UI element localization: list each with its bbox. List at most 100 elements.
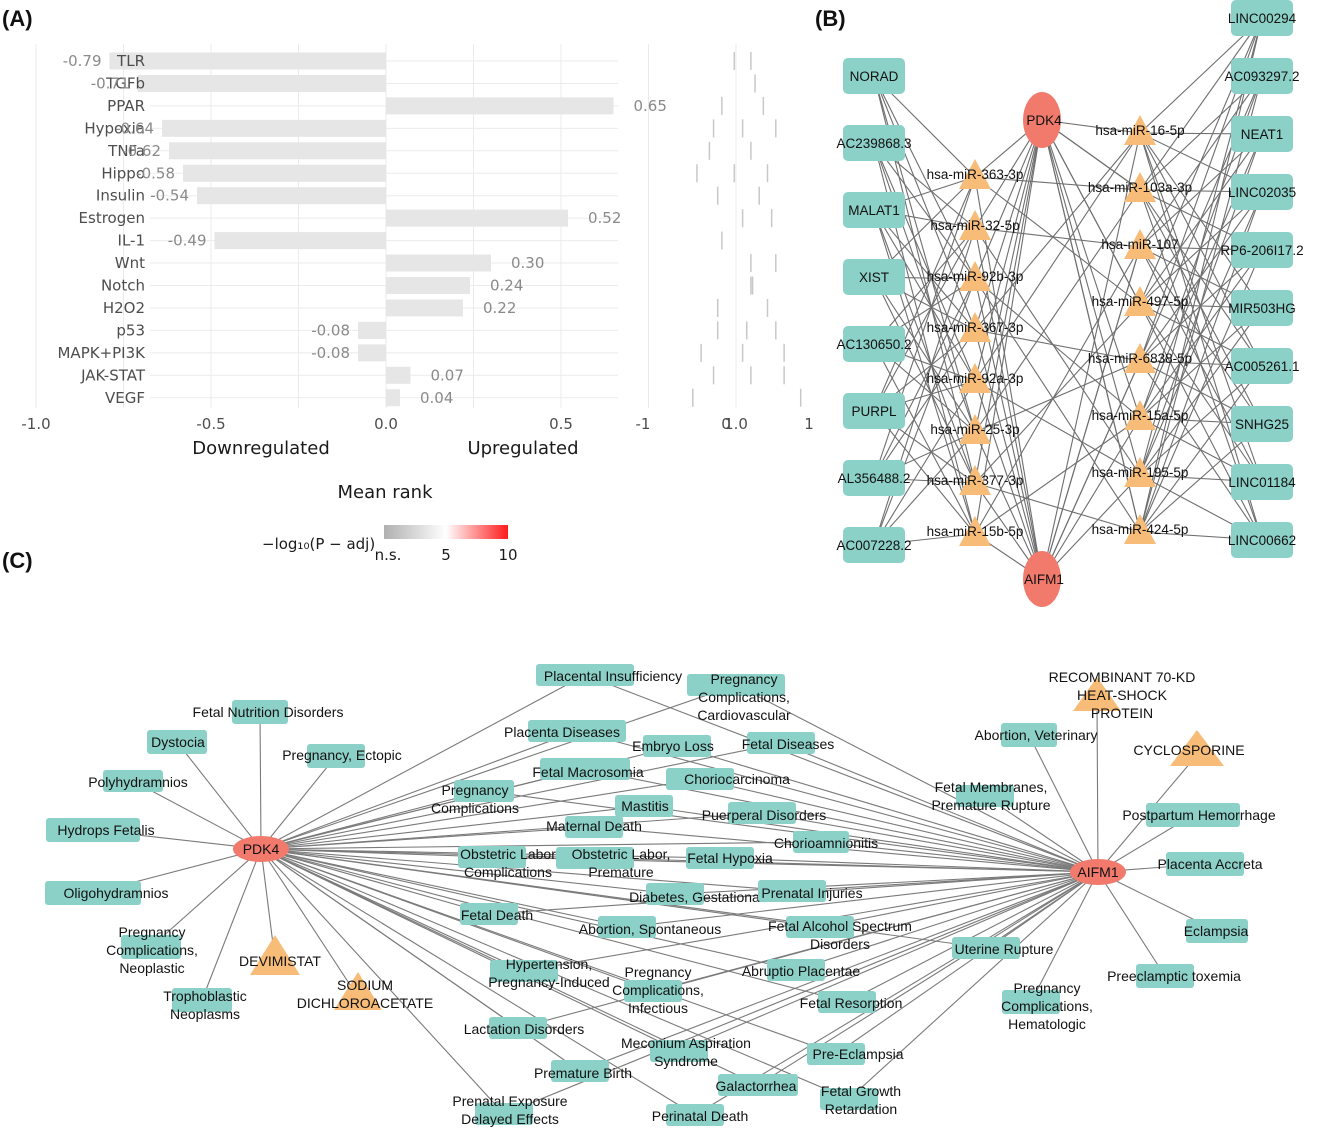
b-edge — [873, 410, 976, 535]
b-edge — [974, 176, 1141, 305]
b-edge — [1139, 132, 1263, 309]
lncrna-label: SNHG25 — [1235, 417, 1289, 432]
bar-p53 — [358, 321, 386, 339]
value-label: -0.71 — [91, 74, 130, 92]
mirna-node — [959, 363, 991, 393]
disease-label: Abortion, Spontaneous — [579, 921, 721, 937]
disease-node — [556, 847, 634, 869]
legend-tick: 5 — [441, 546, 451, 564]
disease-label: Placenta Diseases — [504, 724, 620, 740]
disease-label: Prenatal Injuries — [761, 885, 862, 901]
c-edge — [674, 871, 1099, 895]
mirna-label: hsa-miR-15a-5p — [1092, 408, 1189, 423]
b-edge — [974, 278, 1141, 533]
disease-node — [666, 1104, 724, 1126]
value-label: 0.30 — [511, 254, 544, 272]
disease-label: Dystocia — [151, 734, 205, 750]
mirna-label: hsa-miR-32-5p — [930, 218, 1019, 233]
disease-label: Embryo Loss — [632, 738, 714, 754]
disease-node — [643, 735, 711, 757]
mirna-node — [959, 210, 991, 240]
disease-node — [728, 802, 796, 824]
b-edge — [974, 329, 1141, 362]
x-tick-label: -1.0 — [21, 415, 50, 433]
lncrna-label: XIST — [859, 270, 889, 285]
b-edge — [1041, 119, 1141, 305]
pathway-label: Hippo — [101, 164, 145, 182]
disease-node — [490, 960, 558, 982]
x-axis-title: Mean rank — [337, 482, 433, 503]
disease-label: Placenta Accreta — [1157, 856, 1262, 872]
b-edge — [873, 209, 976, 382]
b-edge — [873, 343, 976, 535]
disease-label: Uterine Rupture — [955, 941, 1054, 957]
c-edge — [260, 848, 793, 892]
c-edge — [150, 848, 262, 948]
disease-node — [460, 903, 518, 925]
legend-tick: n.s. — [375, 546, 402, 564]
disease-label: Puerperal Disorders — [702, 807, 827, 823]
bar-estrogen — [386, 209, 568, 227]
pathway-label: p53 — [116, 321, 145, 339]
value-label: -0.49 — [168, 232, 207, 250]
pathway-label: TLR — [116, 52, 145, 70]
disease-node — [551, 1060, 609, 1082]
c-edge — [820, 841, 1099, 873]
disease-label: Fetal Resorption — [800, 995, 903, 1011]
drug-node — [1073, 677, 1121, 711]
lncrna-node — [1231, 406, 1293, 442]
x-tick-label: 0.5 — [549, 415, 573, 433]
c-edge — [835, 871, 1099, 1055]
drug-label: CYCLOSPORINE — [1133, 742, 1244, 758]
c-edge — [260, 755, 337, 850]
lncrna-label: RP6-206I17.2 — [1220, 243, 1303, 258]
disease-node — [307, 744, 365, 768]
pathway-label: PPAR — [107, 97, 145, 115]
c-edge — [260, 848, 628, 928]
b-edge — [873, 227, 976, 412]
c-edge — [678, 871, 1099, 1052]
b-edge — [873, 209, 976, 331]
b-edge — [1041, 119, 1141, 476]
c-edge — [719, 857, 1099, 873]
mirna-label: hsa-miR-363-3p — [927, 167, 1024, 182]
disease-node — [536, 664, 634, 686]
disease-label: Lactation Disorders — [464, 1021, 585, 1037]
bar-tnfa — [169, 142, 386, 160]
pathway-label: Insulin — [96, 187, 145, 205]
pathway-label: Notch — [101, 277, 145, 295]
lncrna-label: AC005261.1 — [1224, 359, 1299, 374]
lncrna-label: NORAD — [850, 69, 899, 84]
c-edge — [260, 768, 586, 850]
c-edge — [260, 778, 701, 850]
b-edges — [873, 17, 1263, 580]
disease-node — [121, 935, 181, 959]
c-edge — [260, 848, 359, 998]
mirna-node — [1124, 457, 1156, 487]
disease-label: Placental Insufficiency — [544, 668, 682, 684]
value-label: 0.07 — [431, 366, 464, 384]
b-edge — [1041, 119, 1141, 419]
b-edge — [1041, 119, 1141, 533]
lncrna-node — [1231, 0, 1293, 36]
c-edge — [676, 745, 1099, 873]
value-label: 0.04 — [420, 389, 453, 407]
b-edge — [974, 380, 1141, 476]
b-edge — [974, 119, 1043, 433]
c-edge — [579, 871, 1099, 1072]
value-label: -0.08 — [311, 321, 350, 339]
mirna-node — [1124, 343, 1156, 373]
mirna-label: hsa-miR-103a-3p — [1088, 180, 1192, 195]
c-edge — [848, 871, 1099, 1100]
lncrna-label: LINC00662 — [1228, 533, 1296, 548]
mirna-label: hsa-miR-424-5p — [1092, 522, 1189, 537]
c-edge — [260, 841, 822, 850]
disease-node — [807, 1043, 865, 1065]
bar-mapk-pi3k — [358, 344, 386, 362]
gene-node-pdk4 — [233, 836, 289, 862]
bar-ppar — [386, 97, 614, 115]
